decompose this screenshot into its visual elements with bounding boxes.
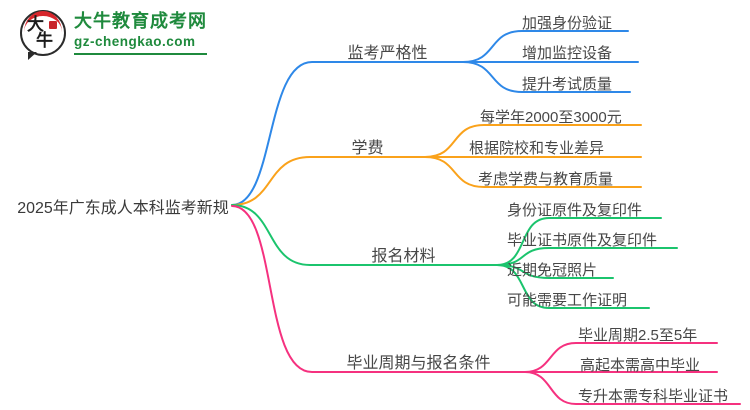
site-logo[interactable]: 大 牛 大牛教育成考网 gz-chengkao.com: [20, 10, 207, 60]
branch-node-tuition: 学费: [351, 140, 384, 157]
leaf-line: [496, 217, 662, 266]
branch-node-supervision: 监考严格性: [347, 45, 428, 62]
leaf-node: 毕业证书原件及复印件: [507, 232, 658, 249]
leaf-node: 专升本需专科毕业证书: [578, 388, 729, 405]
logo-title: 大牛教育成考网: [74, 11, 207, 32]
leaf-line: [462, 61, 631, 93]
logo-char-niu: 牛: [36, 31, 53, 50]
logo-domain: gz-chengkao.com: [74, 33, 207, 55]
leaf-node: 增加监控设备: [522, 45, 613, 62]
leaf-line: [462, 30, 629, 63]
logo-text-block: 大牛教育成考网 gz-chengkao.com: [74, 11, 207, 55]
leaf-node: 高起本需高中毕业: [580, 357, 701, 374]
branch-line: [231, 205, 526, 373]
leaf-line: [424, 156, 642, 188]
branch-line: [231, 204, 498, 266]
leaf-node: 毕业周期2.5至5年: [578, 327, 698, 344]
branch-line: [231, 156, 426, 206]
leaf-node: 加强身份验证: [522, 15, 613, 32]
logo-bubble-tail: [28, 52, 37, 60]
logo-red-arc: [24, 11, 62, 32]
branch-line: [231, 61, 464, 206]
leaf-node: 可能需要工作证明: [507, 292, 628, 309]
leaf-node: 每学年2000至3000元: [480, 109, 622, 126]
leaf-node: 考虑学费与教育质量: [478, 171, 614, 188]
branch-links-materials: [231, 204, 678, 309]
leaf-node: 根据院校和专业差异: [469, 140, 605, 157]
branch-node-materials: 报名材料: [371, 248, 436, 265]
root-node: 2025年广东成人本科监考新规: [17, 200, 229, 217]
branch-links-graduation: [231, 205, 741, 405]
logo-char-da: 大: [27, 15, 44, 34]
leaf-line: [524, 371, 741, 405]
leaf-line: [424, 124, 642, 158]
leaf-line: [496, 247, 678, 266]
leaf-line: [524, 342, 718, 373]
leaf-node: 近期免冠照片: [507, 262, 598, 279]
leaf-line: [496, 264, 650, 309]
branch-node-graduation: 毕业周期与报名条件: [346, 355, 491, 372]
branch-links-supervision: [231, 30, 639, 206]
leaf-node: 身份证原件及复印件: [507, 202, 643, 219]
branch-links-tuition: [231, 124, 642, 206]
logo-bubble-icon: 大 牛: [20, 10, 66, 60]
logo-seal-icon: [49, 21, 57, 29]
leaf-node: 提升考试质量: [522, 76, 613, 93]
